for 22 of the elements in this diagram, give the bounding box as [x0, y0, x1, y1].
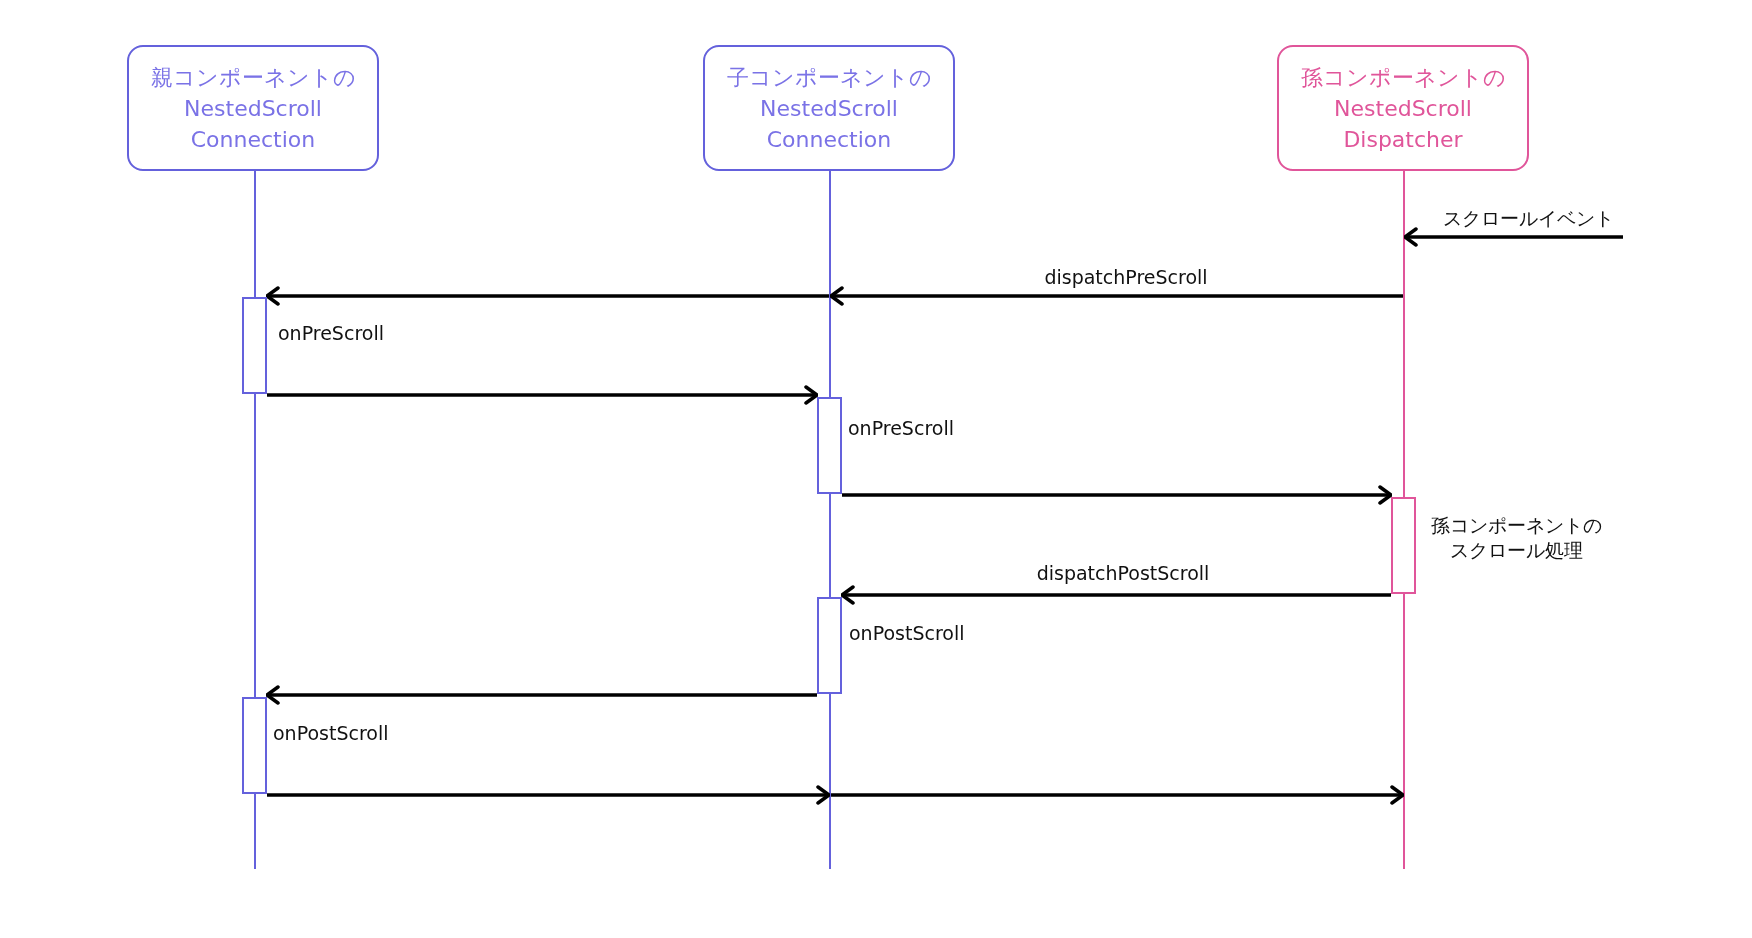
activation-bar — [242, 697, 267, 794]
participant-box: 子コンポーネントの NestedScroll Connection — [703, 45, 955, 171]
activation-bar — [817, 397, 842, 494]
step-label: onPostScroll — [849, 622, 965, 644]
step-label: 孫コンポーネントのスクロール処理 — [1429, 513, 1603, 563]
participant-box: 孫コンポーネントの NestedScroll Dispatcher — [1277, 45, 1529, 171]
arrow — [267, 785, 831, 805]
arrow — [265, 286, 829, 306]
arrow — [831, 785, 1405, 805]
step-label: onPreScroll — [278, 322, 384, 344]
arrow — [1403, 227, 1623, 247]
activation-bar — [1391, 497, 1416, 594]
step-label: onPreScroll — [848, 417, 954, 439]
arrow — [840, 585, 1391, 605]
activation-bar — [817, 597, 842, 694]
arrow — [829, 286, 1403, 306]
arrow — [267, 385, 819, 405]
activation-bar — [242, 297, 267, 394]
arrow — [842, 485, 1393, 505]
arrow — [265, 685, 817, 705]
participant-box: 親コンポーネントの NestedScroll Connection — [127, 45, 379, 171]
step-label: onPostScroll — [273, 722, 389, 744]
